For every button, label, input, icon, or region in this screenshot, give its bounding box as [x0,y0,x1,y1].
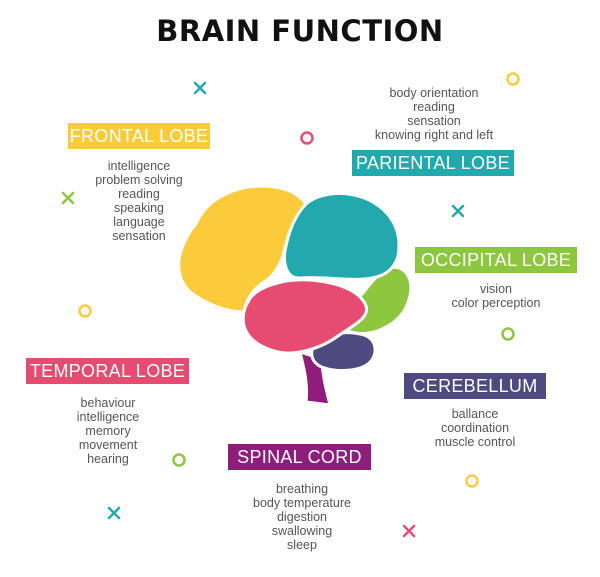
spinal-cord-label-text: SPINAL CORD [237,447,362,467]
circle-icon [78,304,92,318]
list-item: reading [413,100,455,114]
list-item: intelligence [107,159,171,173]
list-item: knowing right and left [374,128,494,142]
list-item: digestion [276,510,328,524]
page-title: BRAIN FUNCTION [156,14,444,48]
spinal-cord-functions: breathing body temperature digestion swa… [217,482,387,552]
list-item: language [113,215,165,229]
list-item: body orientation [389,86,479,100]
cross-icon [193,81,207,95]
list-item: ballance [451,407,499,421]
cerebellum-label-text: CEREBELLUM [412,376,538,396]
list-item: coordination [440,421,510,435]
cross-icon [107,506,121,520]
list-item: body temperature [253,496,351,510]
circle-icon [300,131,314,145]
circle-icon [465,474,479,488]
temporal-lobe-label: TEMPORAL LOBE [26,358,189,384]
temporal-lobe-region [241,278,369,355]
list-item: muscle control [434,435,516,449]
temporal-lobe-functions: behaviour intelligence memory movement h… [23,396,193,466]
frontal-lobe-functions: intelligence problem solving reading spe… [54,159,224,243]
cerebellum-label: CEREBELLUM [404,373,546,399]
list-item: vision [480,282,512,296]
list-item: movement [78,438,138,452]
parietal-lobe-label: PARIENTAL LOBE [352,150,514,176]
frontal-lobe-region [177,184,308,314]
circle-icon [501,327,515,341]
temporal-lobe-label-text: TEMPORAL LOBE [29,361,186,381]
spinal-cord-label: SPINAL CORD [228,444,371,470]
list-item: breathing [275,482,329,496]
list-item: memory [85,424,131,438]
list-item: intelligence [76,410,140,424]
occipital-lobe-label: OCCIPITAL LOBE [415,247,577,273]
list-item: reading [118,187,160,201]
list-item: sleep [287,538,317,552]
occipital-lobe-label-text: OCCIPITAL LOBE [420,250,572,270]
list-item: sensation [112,229,166,243]
occipital-lobe-functions: vision color perception [411,282,581,310]
list-item: problem solving [95,173,183,187]
list-item: swallowing [271,524,333,538]
list-item: color perception [451,296,541,310]
frontal-lobe-label-text: FRONTAL LOBE [69,126,209,146]
cross-icon [61,191,75,205]
cerebellum-functions: ballance coordination muscle control [390,407,560,449]
list-item: hearing [87,452,129,466]
parietal-lobe-label-text: PARIENTAL LOBE [356,153,510,173]
frontal-lobe-label: FRONTAL LOBE [68,123,210,149]
list-item: speaking [113,201,165,215]
circle-icon [506,72,520,86]
list-item: sensation [407,114,461,128]
circle-icon [172,453,186,467]
cross-icon [402,524,416,538]
list-item: behaviour [80,396,136,410]
cross-icon [451,204,465,218]
parietal-lobe-functions: body orientation reading sensation knowi… [349,86,519,142]
